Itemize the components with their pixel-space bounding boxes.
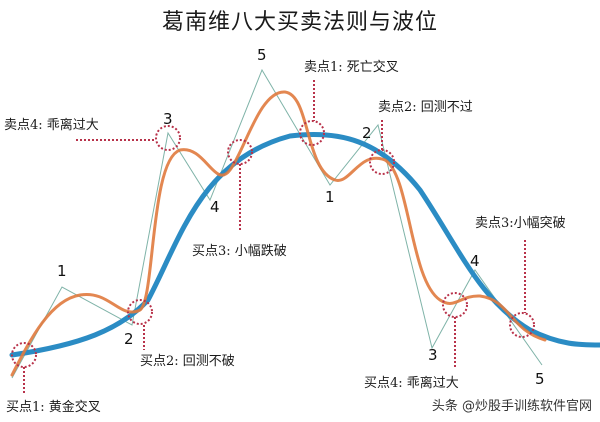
marker-sell1: [299, 120, 325, 146]
marker-sell4-left: [155, 125, 181, 151]
watermark: 头条 @炒股手训练软件官网: [431, 399, 592, 414]
wave-line: [11, 68, 543, 379]
price-curve: [10, 90, 547, 377]
wave-down-2: 2: [362, 124, 372, 142]
marker-buy4: [442, 292, 468, 318]
label-sell2: 卖点2: 回测不过: [378, 100, 473, 115]
wave-down-4: 4: [470, 252, 480, 270]
label-sell4: 卖点4: 乖离过大: [4, 118, 99, 133]
marker-sell3: [509, 312, 535, 338]
label-buy1: 买点1: 黄金交叉: [6, 400, 101, 415]
wave-down-5: 5: [535, 370, 545, 388]
diagram-title: 葛南维八大买卖法则与波位: [161, 10, 438, 35]
label-buy2: 买点2: 回测不破: [140, 354, 235, 369]
marker-buy1: [11, 342, 37, 368]
marker-buy2: [127, 299, 153, 325]
wave-up-1: 1: [57, 262, 67, 280]
wave-up-3: 3: [163, 110, 173, 128]
label-buy3: 买点3: 小幅跌破: [192, 244, 287, 259]
leader-lines: [23, 80, 526, 395]
label-buy4: 买点4: 乖离过大: [364, 376, 459, 391]
label-sell1: 卖点1: 死亡交叉: [304, 60, 399, 75]
signal-markers: [11, 120, 535, 368]
wave-down-3: 3: [428, 346, 438, 364]
label-sell3: 卖点3:小幅突破: [475, 216, 566, 231]
marker-buy3: [227, 139, 253, 165]
wave-up-2: 2: [124, 330, 134, 348]
wave-up-5: 5: [257, 46, 267, 64]
wave-up-4: 4: [210, 198, 220, 216]
wave-down-1: 1: [325, 188, 335, 206]
